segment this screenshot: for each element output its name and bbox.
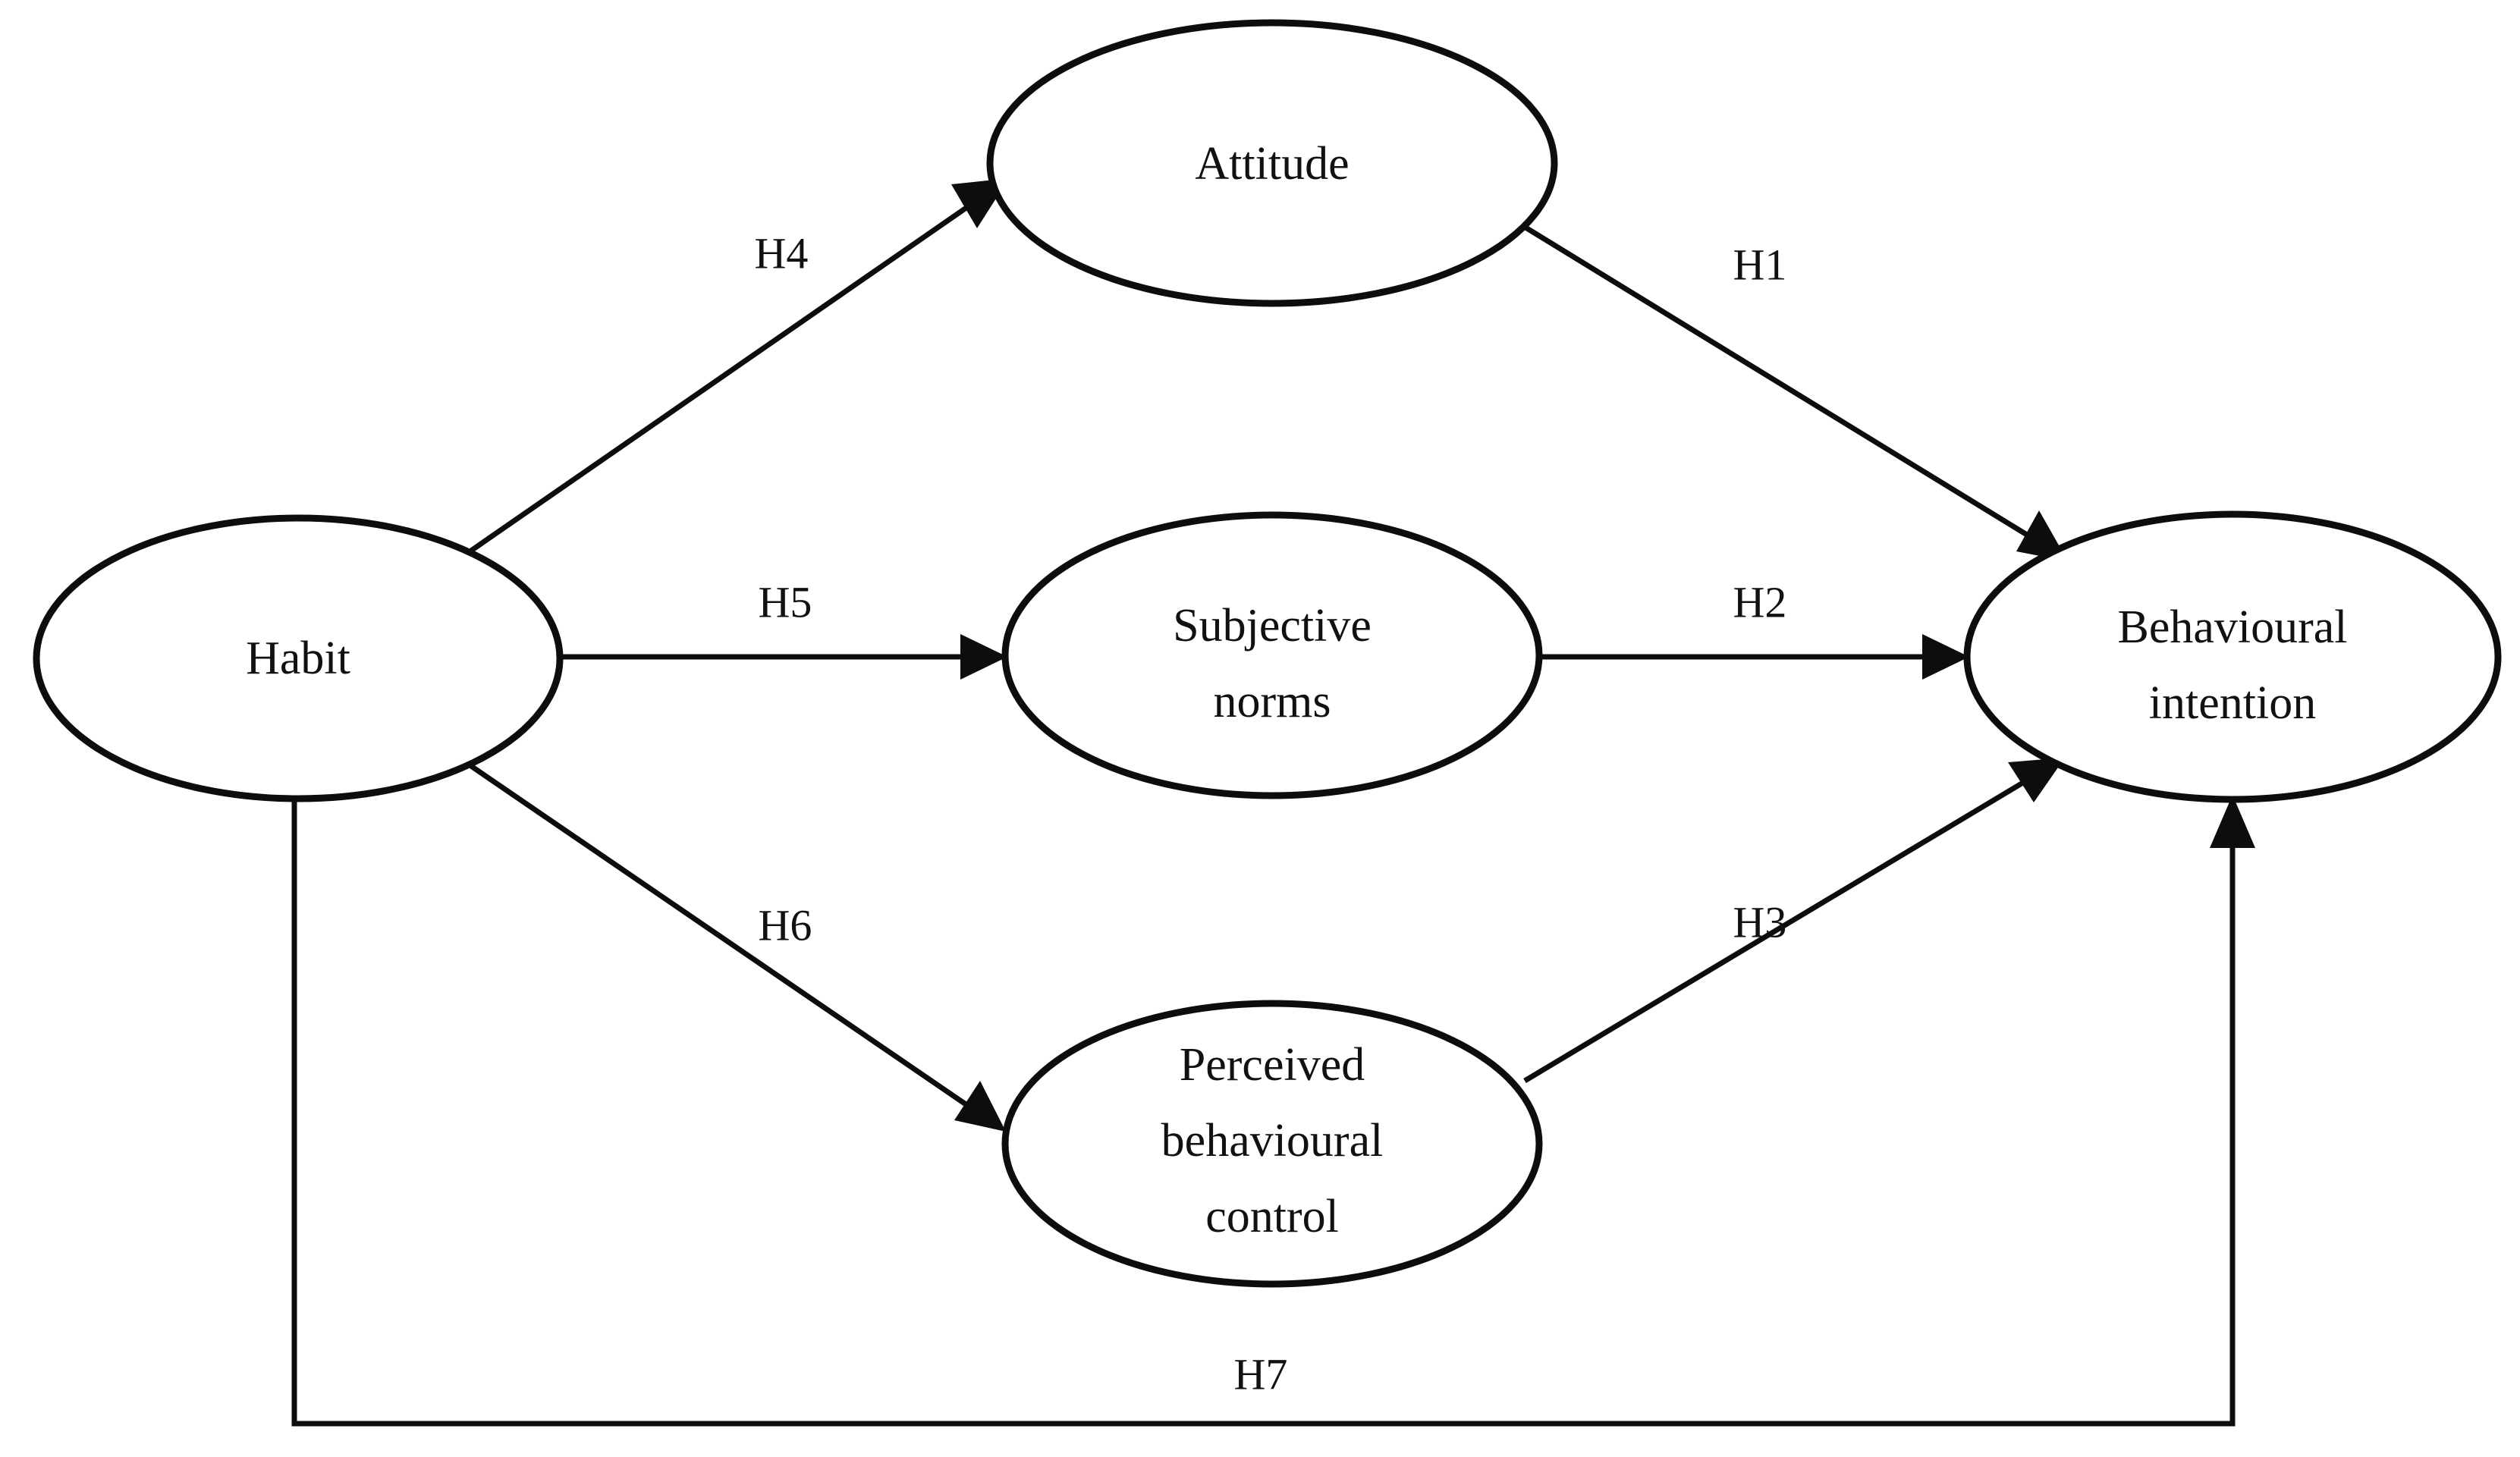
edge-h1[interactable]: H1 bbox=[1518, 221, 2068, 561]
edge-h6-path bbox=[470, 764, 974, 1111]
node-behavioural-intention-shape bbox=[1963, 510, 2502, 803]
node-behavioural-intention[interactable]: Behavioural intention bbox=[1963, 510, 2502, 803]
edge-h3-path bbox=[1523, 776, 2031, 1084]
edge-h2-arrowhead bbox=[1922, 634, 1969, 680]
node-subjective-norms-shape bbox=[1001, 511, 1543, 799]
edge-h4[interactable]: H4 bbox=[470, 178, 1009, 553]
edge-h3[interactable]: H3 bbox=[1523, 758, 2065, 1084]
node-attitude-label: Attitude bbox=[1195, 138, 1349, 190]
edge-h5-arrowhead bbox=[960, 634, 1007, 680]
edge-label-h5: H5 bbox=[759, 577, 812, 626]
node-perceived-behavioural-control-shape bbox=[1001, 1000, 1543, 1288]
node-subjective-norms[interactable]: Subjective norms bbox=[1001, 511, 1543, 799]
node-perceived-behavioural-control-label-line2: behavioural bbox=[1161, 1115, 1384, 1167]
node-behavioural-intention-label-line1: Behavioural bbox=[2117, 601, 2347, 653]
edge-h7[interactable]: H7 bbox=[291, 795, 2255, 1427]
node-subjective-norms-label-line2: norms bbox=[1214, 676, 1331, 727]
edge-label-h4: H4 bbox=[755, 228, 809, 278]
edge-h1-path bbox=[1518, 221, 2035, 541]
edge-label-h3: H3 bbox=[1733, 897, 1787, 947]
edge-h2[interactable]: H2 bbox=[1539, 577, 1969, 680]
edge-h3-arrowhead bbox=[2008, 758, 2065, 802]
node-perceived-behavioural-control-label-line1: Perceived bbox=[1180, 1039, 1365, 1091]
edge-h4-path bbox=[470, 196, 981, 553]
node-habit-shape bbox=[33, 514, 564, 802]
edge-h5[interactable]: H5 bbox=[558, 577, 1007, 680]
edge-h6-arrowhead bbox=[954, 1081, 1006, 1132]
node-subjective-norms-label-line1: Subjective bbox=[1173, 600, 1372, 652]
node-attitude[interactable]: Attitude bbox=[986, 19, 1558, 307]
edge-h7-arrowhead bbox=[2210, 795, 2255, 848]
node-behavioural-intention-label-line2: intention bbox=[2149, 677, 2316, 729]
edge-label-h6: H6 bbox=[759, 900, 812, 950]
node-habit-label: Habit bbox=[246, 633, 350, 684]
edge-label-h7: H7 bbox=[1234, 1349, 1288, 1399]
node-attitude-shape bbox=[986, 19, 1558, 307]
edge-h7-path bbox=[291, 796, 2236, 1427]
edge-h6[interactable]: H6 bbox=[470, 764, 1006, 1132]
edge-label-h1: H1 bbox=[1733, 240, 1787, 289]
node-perceived-behavioural-control[interactable]: Perceived behavioural control bbox=[1001, 1000, 1543, 1288]
node-habit[interactable]: Habit bbox=[33, 514, 564, 802]
edge-label-h2: H2 bbox=[1733, 577, 1787, 626]
node-perceived-behavioural-control-label-line3: control bbox=[1205, 1191, 1339, 1242]
